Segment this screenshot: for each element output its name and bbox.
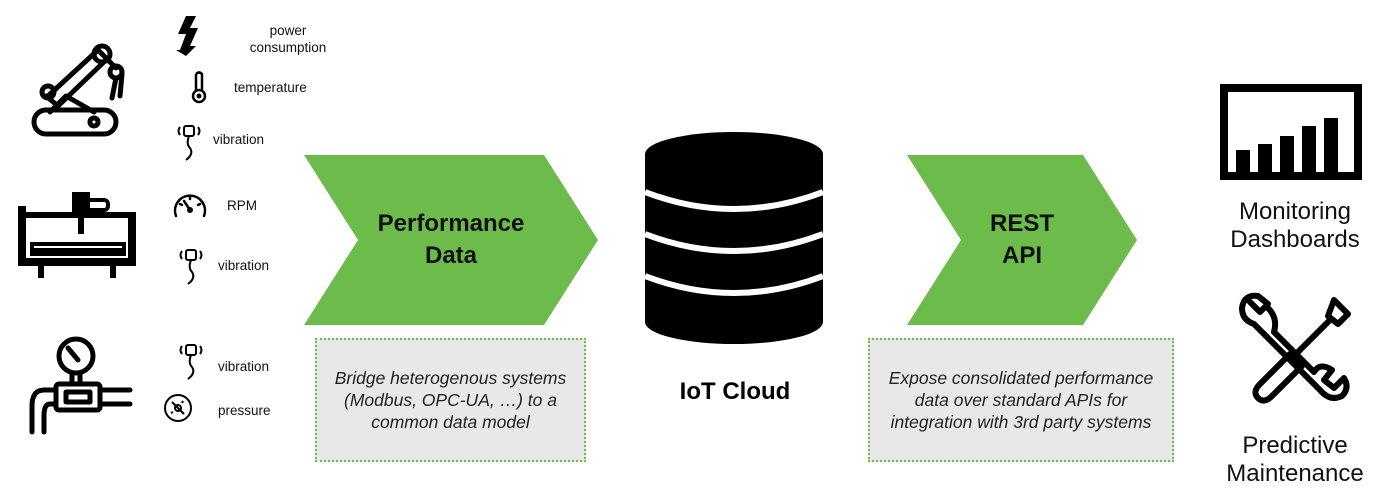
vibration-sensor-icon: [179, 249, 203, 285]
cnc-machine-icon: [18, 192, 136, 278]
monitoring-label-line1: Monitoring: [1238, 198, 1352, 225]
monitoring-dashboards-label: Monitoring Dashboards: [1210, 198, 1380, 254]
temperature-label: temperature: [234, 80, 307, 95]
database-icon: [645, 132, 823, 344]
maintenance-label-line1: Predictive: [1242, 432, 1348, 459]
thermometer-icon: [191, 71, 207, 104]
speedometer-icon: [173, 194, 207, 218]
rest-api-arrow: REST API: [907, 155, 1137, 325]
power-label-line1: power: [269, 23, 307, 38]
robot-arm-icon: [31, 43, 125, 137]
monitoring-label-line2: Dashboards: [1230, 226, 1360, 253]
pressure-pipe-icon: [29, 336, 133, 435]
wrench-screwdriver-icon: [1239, 292, 1351, 404]
bar-chart-icon: [1220, 84, 1362, 180]
pressure-gauge-icon: [164, 394, 192, 422]
pressure-label: pressure: [218, 403, 271, 418]
predictive-maintenance-label: Predictive Maintenance: [1210, 432, 1380, 488]
bridge-note: Bridge heterogenous systems (Modbus, OPC…: [315, 338, 586, 462]
power-consumption-label: power consumption: [233, 22, 343, 56]
performance-title-line2: Data: [424, 242, 478, 269]
rest-title-line2: API: [1001, 242, 1042, 269]
power-label-line2: consumption: [249, 40, 327, 55]
performance-data-arrow: Performance Data: [304, 155, 598, 325]
iot-cloud-label: IoT Cloud: [679, 378, 791, 405]
bridge-note-text: Bridge heterogenous systems (Modbus, OPC…: [334, 368, 567, 432]
vibration-label-3: vibration: [218, 359, 270, 374]
vibration-sensor-icon: [177, 125, 201, 161]
rest-title-line1: REST: [989, 210, 1054, 237]
lightning-icon: [176, 16, 198, 56]
rpm-label: RPM: [227, 198, 257, 213]
expose-note-text: Expose consolidated performance data ove…: [888, 368, 1154, 432]
vibration-label-2: vibration: [218, 258, 270, 273]
maintenance-label-line2: Maintenance: [1226, 460, 1364, 487]
vibration-sensor-icon: [179, 344, 203, 380]
chevron-shape: [304, 155, 598, 325]
rest-api-title: REST API: [961, 208, 1083, 272]
performance-title-line1: Performance: [377, 210, 525, 237]
vibration-label-1: vibration: [213, 132, 265, 147]
performance-data-title: Performance Data: [358, 208, 544, 272]
chevron-shape: [907, 155, 1137, 325]
expose-note: Expose consolidated performance data ove…: [868, 338, 1174, 462]
